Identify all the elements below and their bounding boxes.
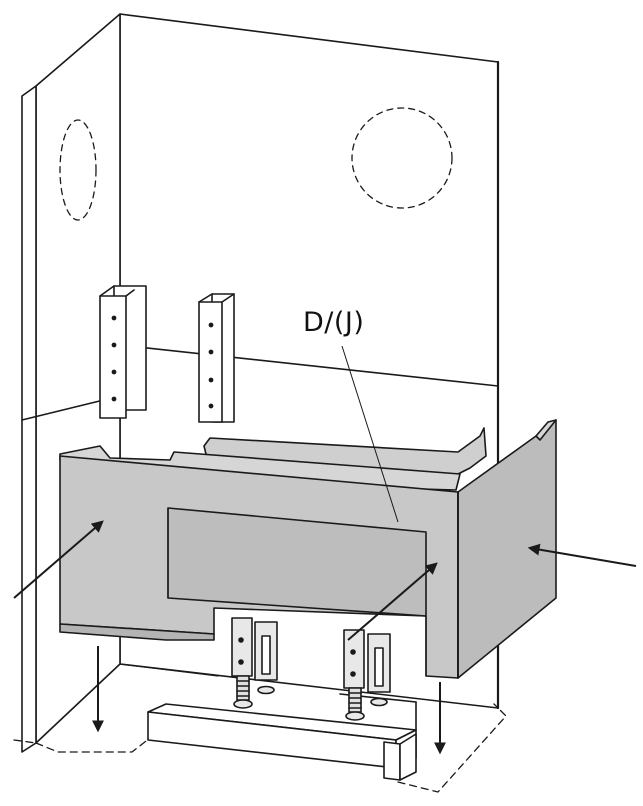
part-callout-label: D/(J)	[303, 307, 365, 338]
adjustable-leg	[231, 617, 278, 709]
arrow-icon	[527, 543, 637, 567]
base-rail	[147, 693, 417, 781]
floor-footprint	[13, 703, 507, 793]
mounting-bracket-right	[198, 293, 235, 423]
callout-leader-line	[341, 345, 399, 523]
arrow-icon	[13, 520, 104, 599]
arrow-icon	[347, 562, 438, 641]
mounting-bracket-left	[99, 285, 147, 419]
back-wall-seam	[119, 344, 499, 387]
adjustable-leg	[343, 629, 391, 721]
housing-module	[59, 419, 557, 679]
dashed-circle-outline	[351, 107, 453, 209]
dashed-circle-outline	[59, 119, 97, 221]
